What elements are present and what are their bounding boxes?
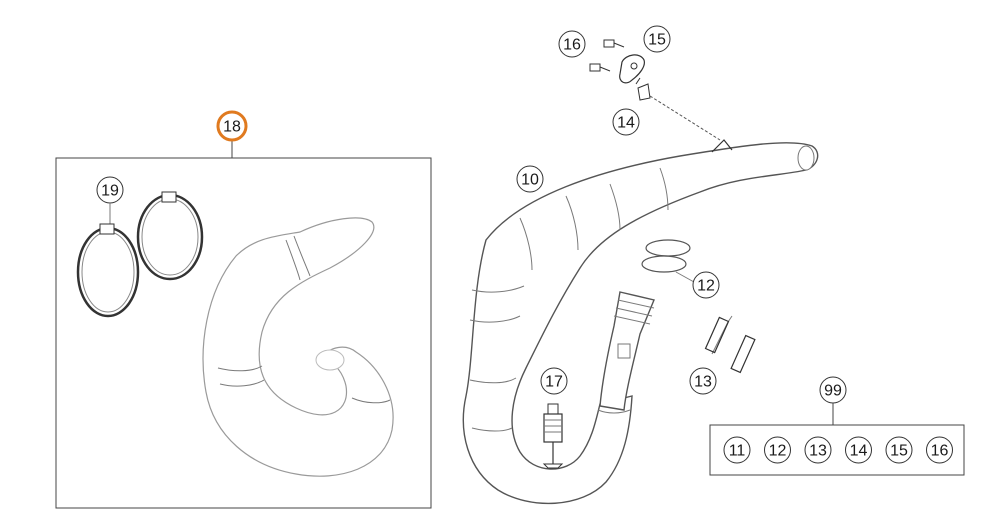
callout-19[interactable]: 19: [96, 176, 124, 204]
kit-99-item-13[interactable]: 13: [804, 436, 832, 464]
o-ring-seals: [641, 239, 691, 273]
mounting-hardware: [589, 39, 733, 153]
callout-17-label: 17: [545, 374, 563, 391]
callout-13[interactable]: 13: [689, 367, 717, 395]
callout-99[interactable]: 99: [819, 376, 847, 404]
callout-10-label: 10: [521, 172, 539, 189]
kit-99-item-14[interactable]: 14: [845, 436, 872, 464]
exhaust-pipe-10: [462, 142, 819, 505]
kit-99-item-label: 13: [809, 443, 827, 460]
kit-99-frame: [709, 424, 965, 476]
callout-15[interactable]: 15: [643, 25, 671, 53]
callout-16[interactable]: 16: [558, 30, 586, 58]
kit-99-item-label: 12: [769, 443, 787, 460]
kit-18-group: 18 19: [55, 110, 432, 509]
kit-99-item-label: 14: [850, 443, 868, 460]
kit-99-item-12[interactable]: 12: [764, 436, 791, 464]
callout-16-label: 16: [563, 37, 581, 54]
callout-12-leader: [675, 271, 695, 283]
kit-99-item-label: 11: [729, 443, 746, 460]
clamp-ring-left: [76, 223, 140, 318]
exhaust-flange-pipe: [599, 291, 655, 411]
callout-18-label: 18: [223, 119, 241, 136]
kit-18-frame: [55, 157, 432, 509]
kit-99-item-label: 16: [931, 443, 949, 460]
callout-17[interactable]: 17: [540, 367, 568, 395]
kit-99-item-11[interactable]: 11: [723, 436, 751, 464]
callout-18[interactable]: 18: [216, 110, 248, 142]
callout-14-label: 14: [617, 115, 635, 132]
sensor-plug: [542, 403, 564, 469]
callout-15-label: 15: [648, 32, 666, 49]
callout-12-label: 12: [697, 278, 715, 295]
callout-99-label: 99: [824, 383, 842, 400]
exhaust-springs: [704, 315, 756, 374]
exhaust-pipe-silhouette-kit: [202, 217, 394, 477]
callout-19-label: 19: [101, 183, 119, 200]
callout-13-label: 13: [694, 374, 712, 391]
kit-99-item-label: 15: [890, 443, 908, 460]
callout-10[interactable]: 10: [516, 165, 544, 193]
callout-14[interactable]: 14: [612, 108, 640, 136]
clamp-ring-right: [136, 191, 204, 281]
kit-99-items: 11 12 13 14 15 16: [723, 436, 953, 464]
callout-12[interactable]: 12: [692, 271, 720, 299]
kit-99-item-16[interactable]: 16: [926, 436, 953, 464]
kit-99-item-15[interactable]: 15: [885, 436, 913, 464]
